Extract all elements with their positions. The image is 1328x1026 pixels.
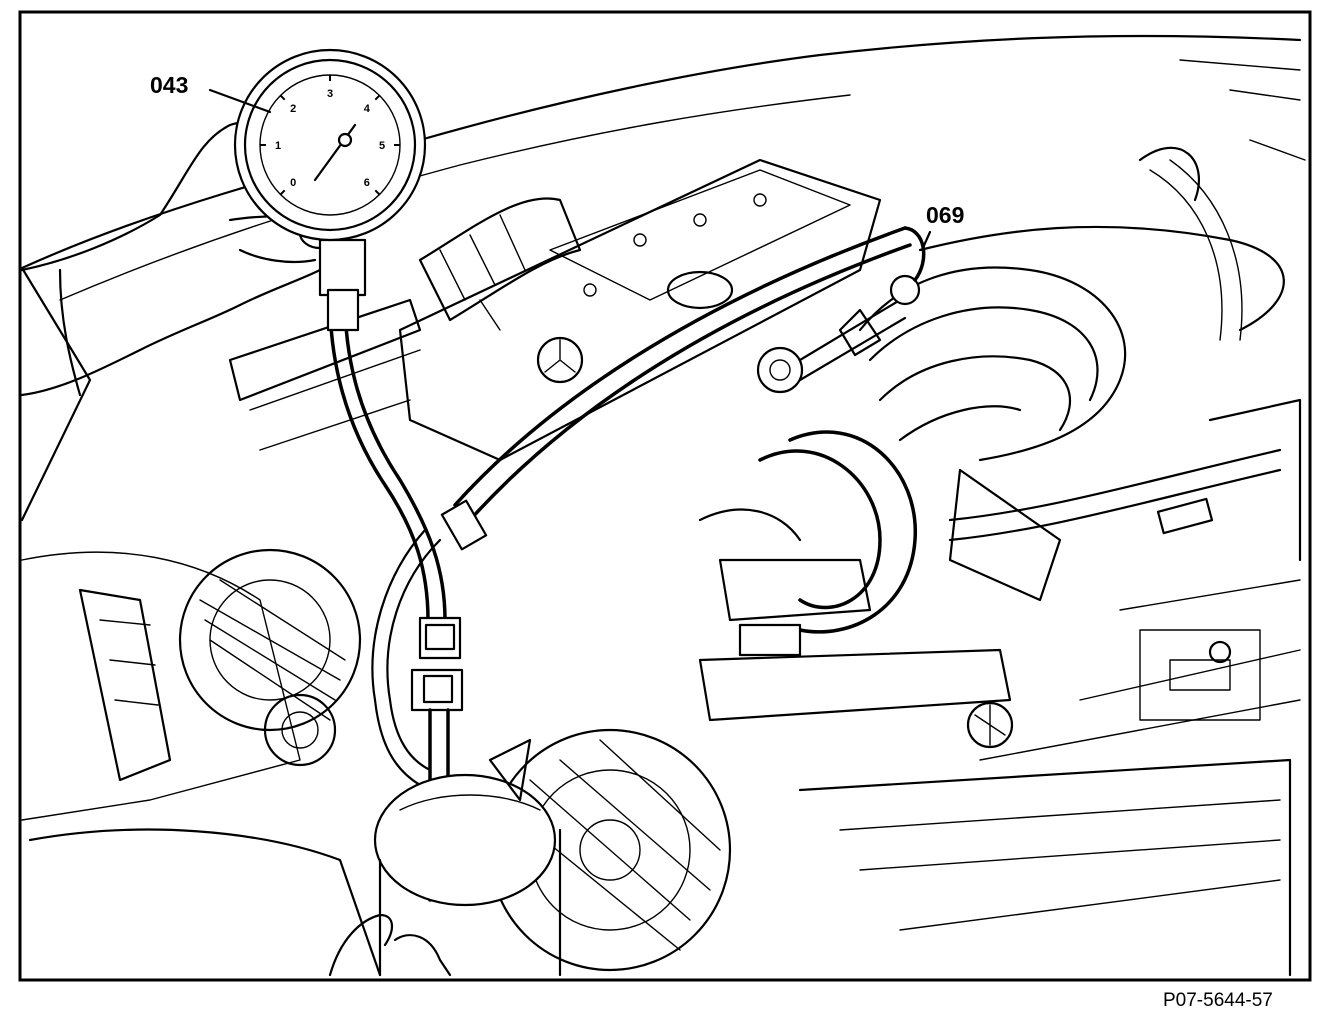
cylinder-head-cover bbox=[398, 158, 882, 462]
fuel-test-hose bbox=[371, 226, 926, 787]
gauge-scale-label: 3 bbox=[327, 88, 333, 100]
fuel-line-right bbox=[918, 225, 1285, 542]
gauge-tick bbox=[374, 94, 381, 101]
hand-lower bbox=[328, 913, 452, 977]
gauge-scale: 0 1 2 3 4 5 6 bbox=[260, 75, 400, 196]
gauge-tick bbox=[374, 189, 381, 196]
gauge-tick bbox=[279, 94, 286, 101]
radiator-fan bbox=[178, 548, 362, 767]
intake-manifold bbox=[858, 146, 1243, 602]
gauge-scale-label: 0 bbox=[290, 177, 296, 189]
gauge-scale-label: 2 bbox=[290, 103, 296, 115]
engine-bay-outline bbox=[20, 34, 1306, 977]
gauge-leader-line bbox=[208, 88, 272, 114]
measuring-beaker bbox=[373, 738, 562, 977]
gauge-scale-label: 1 bbox=[275, 140, 281, 152]
connector-leader-line bbox=[920, 230, 932, 252]
figure-reference: P07-5644-57 bbox=[1163, 990, 1273, 1011]
gauge-scale-label: 4 bbox=[364, 103, 371, 115]
air-intake-duct bbox=[228, 197, 582, 451]
connector-callout-label: 069 bbox=[926, 202, 965, 228]
figure-border bbox=[18, 10, 1312, 982]
gauge-tick bbox=[279, 189, 286, 196]
gauge-callout-label: 043 bbox=[150, 72, 189, 98]
gauge-scale-label: 6 bbox=[364, 177, 370, 189]
gauge-scale-label: 5 bbox=[379, 140, 385, 152]
coolant-hoses bbox=[698, 430, 1014, 749]
pressure-regulator bbox=[756, 274, 921, 394]
